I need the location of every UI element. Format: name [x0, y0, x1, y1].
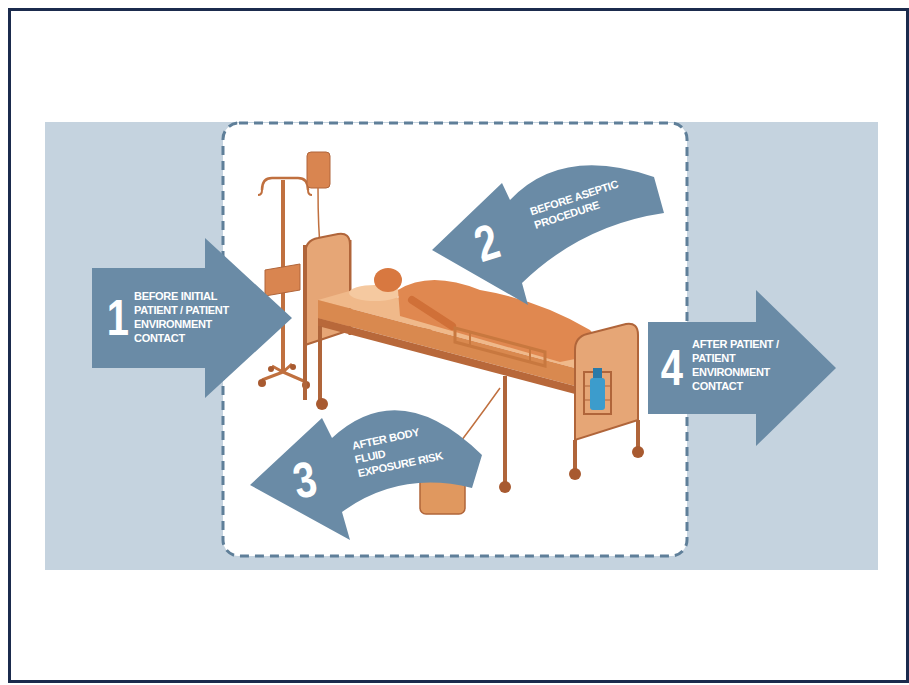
step-arrow: 4AFTER PATIENT / PATIENT ENVIRONMENT CON… [648, 290, 836, 446]
patient-zone [223, 123, 687, 556]
step-number: 1 [107, 293, 129, 343]
arrow-outline [92, 238, 292, 398]
step-number: 4 [661, 343, 683, 393]
arrow-outline [250, 410, 482, 540]
step-label: BEFORE INITIAL PATIENT / PATIENT ENVIRON… [134, 289, 246, 345]
arrow-outline [432, 165, 664, 305]
step-arrow: 3AFTER BODY FLUID EXPOSURE RISK [250, 400, 485, 542]
arrow-shape [432, 155, 664, 307]
arrow-outline [648, 290, 836, 446]
step-label: AFTER PATIENT / PATIENT ENVIRONMENT CONT… [692, 337, 792, 393]
step-arrow: 1BEFORE INITIAL PATIENT / PATIENT ENVIRO… [92, 238, 292, 398]
step-arrow: 2BEFORE ASEPTIC PROCEDURE [432, 155, 664, 307]
background-panel [45, 122, 878, 570]
iv-pole [258, 152, 432, 389]
